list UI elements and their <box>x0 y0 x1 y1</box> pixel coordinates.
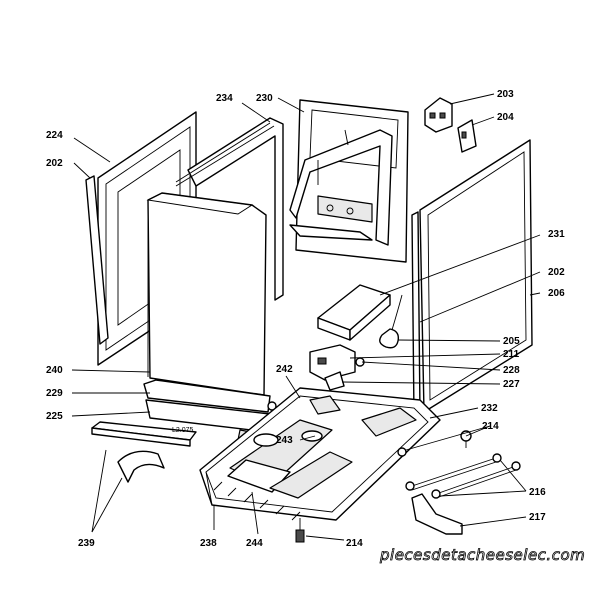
part-203 <box>424 97 453 133</box>
inner-panel-234 <box>175 117 284 301</box>
part-227 <box>324 371 345 391</box>
label-228: 228 <box>503 365 520 376</box>
label-204: 204 <box>497 112 514 123</box>
label-240: 240 <box>46 365 63 376</box>
bracket-217 <box>411 493 463 535</box>
label-243: 243 <box>276 435 293 446</box>
label-242: 242 <box>276 364 293 375</box>
label-205: 205 <box>503 336 520 347</box>
label-214-bottom: 214 <box>346 538 363 549</box>
label-206: 206 <box>548 288 565 299</box>
part-204 <box>457 119 477 153</box>
right-panel-206 <box>419 139 533 413</box>
callout-labels: 224 202 234 230 203 204 231 202 206 205 … <box>46 89 565 549</box>
label-202-right: 202 <box>548 267 565 278</box>
part-231 <box>317 284 391 341</box>
side-panel-240 <box>146 192 267 396</box>
door-seal-202 <box>85 175 109 345</box>
foot-214-bottom <box>295 518 305 543</box>
clip-239 <box>117 450 165 483</box>
seal-202-right <box>411 211 421 419</box>
label-229: 229 <box>46 388 63 399</box>
label-238: 238 <box>200 538 217 549</box>
label-211: 211 <box>503 349 520 360</box>
label-244: 244 <box>246 538 263 549</box>
watermark-text: piecesdetacheeselec.com <box>379 546 585 564</box>
label-232: 232 <box>481 403 498 414</box>
label-225: 225 <box>46 411 63 422</box>
control-box-211 <box>309 344 356 381</box>
rod-216 <box>405 453 521 499</box>
label-230: 230 <box>256 93 273 104</box>
label-214-top: 214 <box>482 421 499 432</box>
label-239: 239 <box>78 538 95 549</box>
label-227: 227 <box>503 379 520 390</box>
label-234: 234 <box>216 93 233 104</box>
base-frame-238 <box>199 387 441 521</box>
label-216: 216 <box>529 487 546 498</box>
rail-239: L2.075 <box>91 421 197 447</box>
back-frame-230 <box>289 99 409 263</box>
label-231: 231 <box>548 229 565 240</box>
label-217: 217 <box>529 512 546 523</box>
label-203: 203 <box>497 89 514 100</box>
leader-lines <box>71 93 541 541</box>
label-202-left: 202 <box>46 158 63 169</box>
label-224: 224 <box>46 130 63 141</box>
part-code-text: L2.075 <box>172 427 194 434</box>
part-205 <box>379 294 403 349</box>
